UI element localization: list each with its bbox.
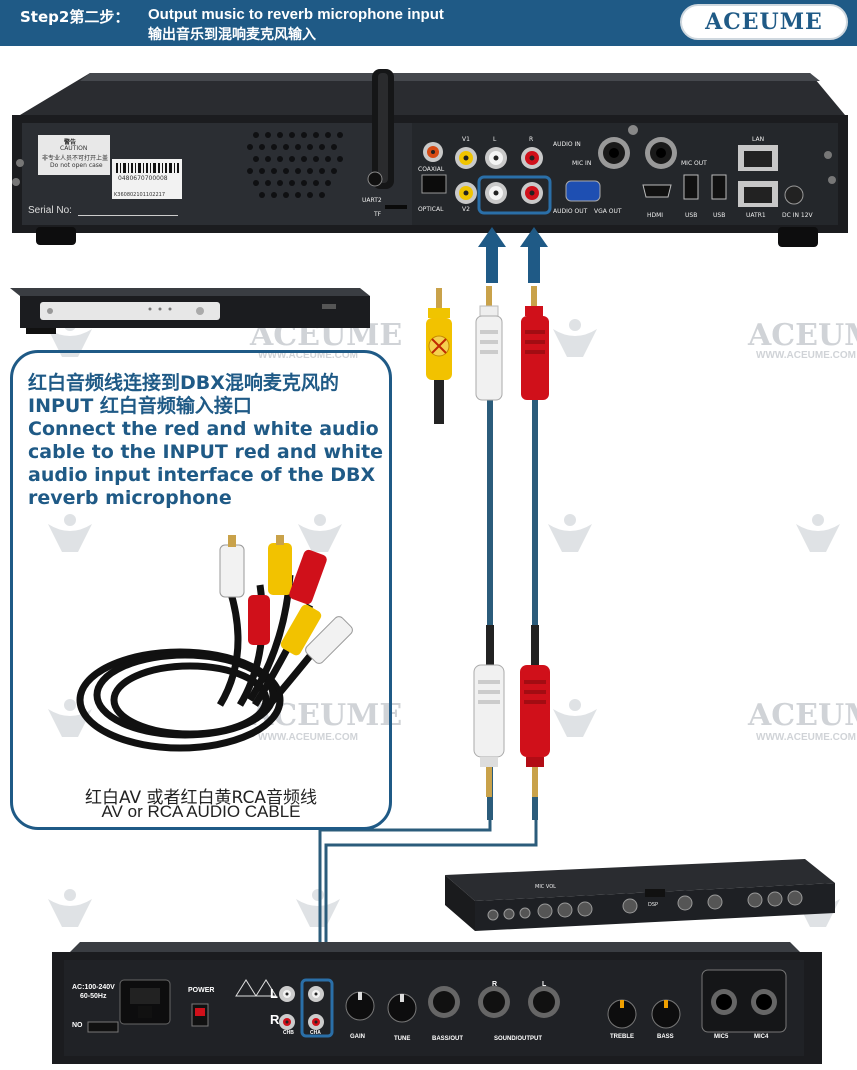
instruction-text: 红白音频线连接到DBX混响麦克风的 INPUT 红白音频输入接口 Connect…: [28, 372, 388, 510]
player-back-panel: [12, 69, 848, 247]
instruction-line: Connect the red and white audio: [28, 418, 379, 440]
logo-badge: [680, 4, 848, 40]
chb-label: CHB: [283, 1030, 294, 1036]
watermark-url: WWW.ACEUME.COM: [756, 350, 856, 361]
player-front-unit: [10, 288, 370, 334]
mic-in-label: MIC IN: [572, 160, 592, 167]
xlr-l-label: L: [542, 981, 547, 988]
hz-label: 60-50Hz: [80, 993, 107, 1000]
r-label: R: [529, 136, 534, 143]
v1-label: V1: [462, 136, 470, 143]
front-dsp-label: DSP: [648, 902, 659, 908]
coaxial-label: COAXIAL: [418, 166, 445, 173]
vga-out-label: VGA OUT: [594, 208, 622, 215]
tune-label: TUNE: [394, 1036, 411, 1042]
optical-label: OPTICAL: [418, 206, 444, 213]
mic-out-label: MIC OUT: [681, 160, 707, 167]
title-cn: 输出音乐到混响麦克风输入: [148, 27, 316, 43]
caution-text: Do not open case: [50, 162, 103, 169]
usb-label-1: USB: [685, 212, 698, 219]
cha-label: CHA: [310, 1030, 321, 1036]
watermark-url: WWW.ACEUME.COM: [258, 732, 358, 743]
uart2-label: UART2: [362, 197, 382, 204]
ac-label: AC:100-240V: [72, 984, 115, 991]
cable-caption-en: AV or RCA AUDIO CABLE: [101, 802, 301, 821]
lan-label: LAN: [752, 136, 765, 143]
arrow-up-icons: [478, 227, 548, 283]
watermark-url: WWW.ACEUME.COM: [756, 732, 856, 743]
dc-label: DC IN 12V: [782, 212, 813, 219]
tf-label: TF: [374, 211, 382, 218]
audio-in-label: AUDIO IN: [553, 141, 581, 148]
barcode-number-2: K360802101102217: [114, 192, 165, 198]
av-cable-image: [76, 535, 353, 752]
dbx-front-panel: [445, 859, 835, 931]
usb-label-2: USB: [713, 212, 726, 219]
caution-label: CAUTION: [60, 145, 88, 152]
bass-label: BASS: [657, 1034, 674, 1040]
cable-caption-cn: 红白AV 或者红白黄RCA音频线: [84, 788, 318, 808]
instruction-line: 红白音频线连接到DBX混响麦克风的: [28, 372, 339, 394]
mic5-label: MIC5: [714, 1034, 729, 1040]
v2-label: V2: [462, 206, 470, 213]
step-label: Step2第二步：: [20, 8, 130, 26]
sound-output-label: SOUND/OUTPUT: [494, 1036, 542, 1042]
arrow-up-icon: [520, 227, 548, 283]
audio-out-label: AUDIO OUT: [553, 208, 588, 215]
caution-title: 警告: [64, 139, 77, 146]
watermark-brand: ACEUME: [748, 698, 857, 733]
xlr-r-label: R: [492, 981, 498, 988]
gain-label: GAIN: [350, 1034, 365, 1040]
uatr1-label: UATR1: [746, 212, 766, 219]
watermark-brand: ACEUME: [748, 318, 857, 353]
logo-text: ACEUME: [705, 9, 823, 35]
watermark-url: WWW.ACEUME.COM: [258, 350, 358, 361]
instruction-line: INPUT 红白音频输入接口: [28, 395, 252, 417]
title-en: Output music to reverb microphone input: [148, 6, 444, 23]
mic4-label: MIC4: [754, 1034, 769, 1040]
bass-out-label: BASS/OUT: [432, 1036, 464, 1042]
serial-label: Serial No:: [28, 205, 72, 216]
treble-label: TREBLE: [610, 1034, 634, 1040]
instruction-line: reverb microphone: [28, 487, 232, 509]
input-l-label: L: [270, 986, 278, 1001]
dbx-back-panel: [52, 942, 822, 1064]
l-label: L: [493, 136, 497, 143]
no-label: NO: [72, 1022, 83, 1029]
caution-cn: 非专业人员不可打开上盖: [42, 155, 109, 162]
input-r-label: R: [270, 1012, 280, 1027]
instruction-card: [10, 350, 392, 830]
barcode-number-1: 0480670700008: [118, 175, 168, 182]
hdmi-label: HDMI: [647, 212, 664, 219]
arrow-up-icon: [478, 227, 506, 283]
power-label: POWER: [188, 987, 215, 994]
instruction-line: audio input interface of the DBX: [28, 464, 376, 486]
front-mic-vol-label: MIC VOL: [535, 884, 556, 890]
instruction-line: cable to the INPUT red and white: [28, 441, 384, 463]
rca-cable-illustration: [426, 286, 550, 820]
